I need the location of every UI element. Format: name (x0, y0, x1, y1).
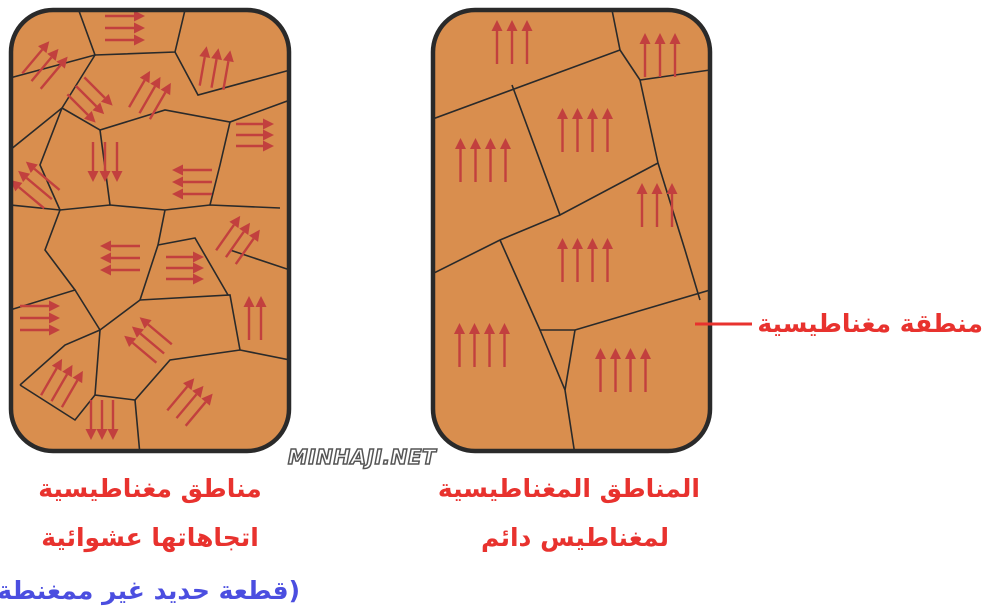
arrow-icon (198, 46, 211, 86)
arrow-icon (83, 76, 113, 106)
arrow-icon (506, 20, 518, 64)
arrow-icon (210, 48, 222, 88)
arrow-icon (166, 251, 204, 263)
arrow-icon (557, 108, 568, 152)
arrow-icon (587, 238, 598, 282)
arrow-icon (255, 296, 267, 340)
arrow-icon (669, 33, 681, 77)
left-caption-line2: اتجاهاتها عشوائية (41, 523, 259, 552)
arrow-icon (138, 76, 161, 114)
arrow-icon (610, 348, 621, 392)
arrow-icon (105, 10, 145, 22)
arrow-icon (651, 183, 663, 227)
arrow-icon (491, 20, 503, 64)
arrow-icon (100, 264, 140, 276)
arrow-icon (131, 326, 165, 355)
aligned-domain-arrows (454, 20, 681, 392)
arrow-icon (75, 85, 105, 115)
arrow-icon (107, 400, 119, 440)
unmagnetized-iron-block (8, 7, 292, 454)
arrow-icon (20, 324, 60, 336)
arrow-icon (234, 229, 260, 265)
arrow-icon (455, 138, 466, 182)
arrow-icon (105, 34, 145, 46)
arrow-icon (166, 378, 195, 412)
arrow-icon (111, 142, 123, 182)
left-caption-line3: (قطعة حديد غير ممغنطة) (0, 576, 300, 605)
arrow-icon (625, 348, 636, 392)
arrow-icon (124, 335, 158, 364)
domain-label: منطقة مغناطيسية (757, 309, 983, 338)
arrow-icon (128, 70, 151, 108)
arrow-icon (470, 138, 481, 182)
arrow-icon (557, 238, 568, 282)
arrow-icon (18, 170, 53, 201)
arrow-icon (654, 33, 666, 77)
arrow-icon (20, 300, 60, 312)
arrow-icon (100, 240, 140, 252)
arrow-icon (100, 252, 140, 264)
arrow-icon (25, 161, 61, 191)
left-caption-line1: مناطق مغناطيسية (38, 474, 262, 503)
arrow-icon (50, 364, 73, 402)
arrow-icon (572, 238, 583, 282)
arrow-icon (666, 183, 678, 227)
arrow-icon (175, 385, 204, 419)
arrow-icon (224, 222, 251, 258)
permanent-magnet-block (430, 7, 713, 454)
random-domain-arrows (10, 10, 274, 440)
arrow-icon (139, 317, 173, 346)
arrow-icon (469, 323, 480, 367)
arrow-icon (30, 48, 59, 82)
arrow-icon (166, 273, 204, 285)
arrow-icon (236, 129, 274, 141)
arrow-icon (85, 400, 97, 440)
arrow-icon (215, 215, 241, 252)
arrow-icon (595, 348, 606, 392)
arrow-icon (222, 50, 234, 90)
arrow-icon (60, 370, 83, 408)
arrow-icon (572, 108, 583, 152)
arrow-icon (40, 358, 63, 396)
arrow-icon (454, 323, 465, 367)
arrow-icon (172, 164, 212, 176)
arrow-icon (484, 323, 495, 367)
arrow-icon (236, 118, 274, 130)
arrow-icon (587, 108, 598, 152)
arrow-icon (499, 323, 510, 367)
arrow-icon (99, 142, 111, 182)
arrow-icon (10, 180, 45, 210)
watermark: MINHAJI.NET (287, 444, 437, 470)
arrow-icon (148, 82, 171, 120)
arrow-icon (639, 33, 651, 77)
right-caption-line1: المناطق المغناطيسية (437, 474, 700, 503)
arrow-icon (243, 296, 255, 340)
arrow-icon (172, 176, 212, 188)
right-caption-line2: لمغناطيس دائم (480, 523, 670, 552)
arrow-icon (485, 138, 496, 182)
arrow-icon (640, 348, 651, 392)
arrow-icon (87, 142, 99, 182)
arrow-icon (166, 262, 204, 274)
arrow-icon (521, 20, 533, 64)
arrow-icon (236, 140, 274, 152)
arrow-icon (636, 183, 648, 227)
arrow-icon (172, 188, 212, 200)
arrow-icon (105, 22, 145, 34)
arrow-icon (500, 138, 511, 182)
arrow-icon (39, 56, 68, 90)
arrow-icon (602, 108, 613, 152)
arrow-icon (66, 93, 96, 123)
arrow-icon (21, 41, 50, 75)
arrow-icon (20, 312, 60, 324)
arrow-icon (184, 393, 213, 427)
domain-walls (433, 10, 710, 451)
domain-walls (11, 10, 289, 451)
arrow-icon (602, 238, 613, 282)
arrow-icon (96, 400, 108, 440)
